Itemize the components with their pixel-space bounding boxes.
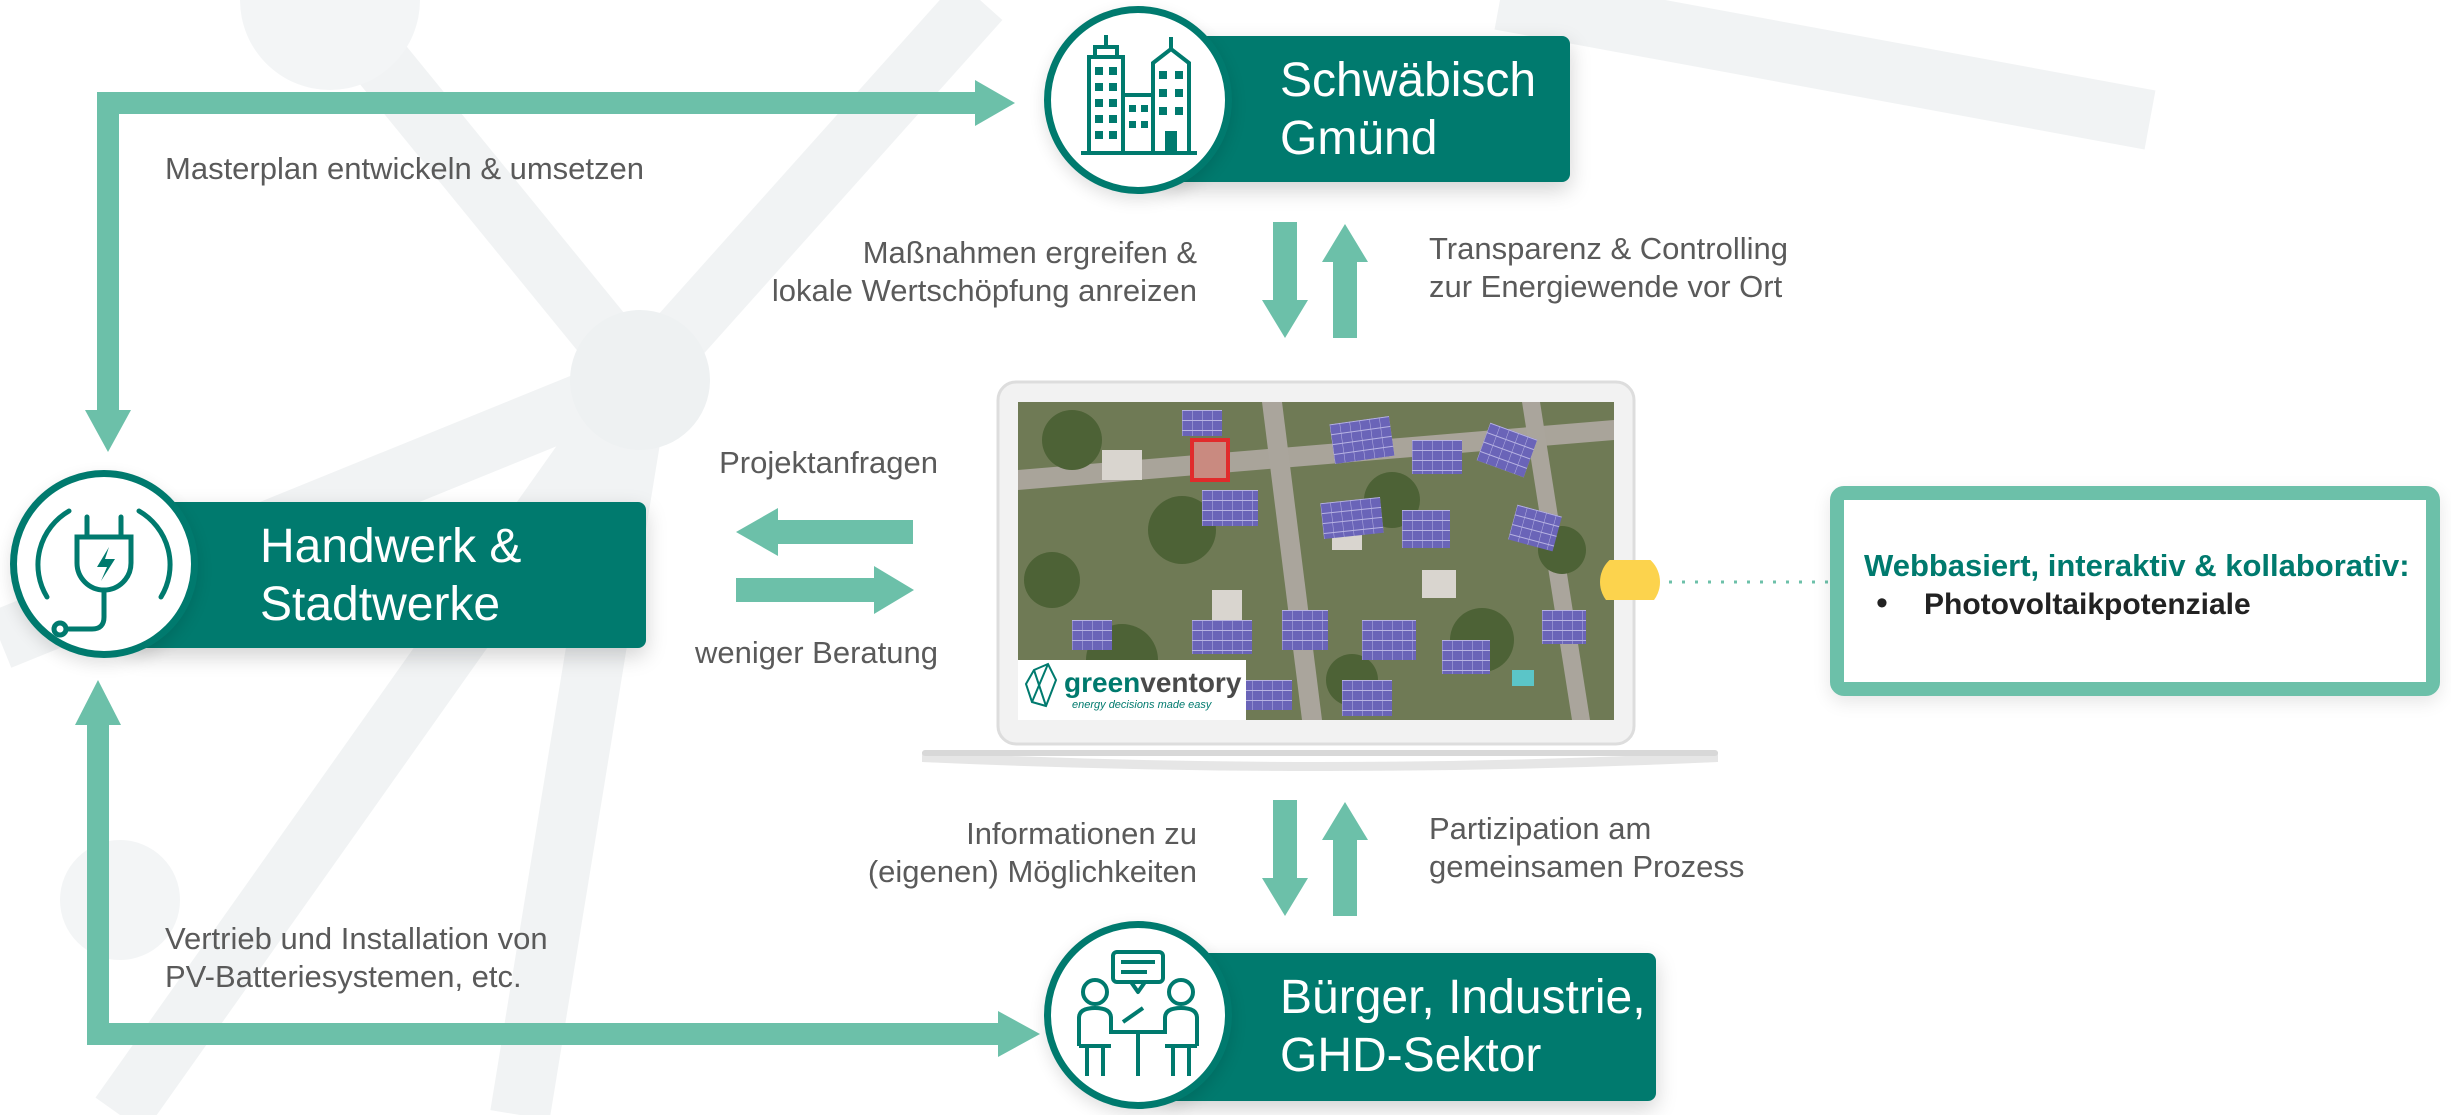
arrow-citizens-to-laptop: [1322, 802, 1368, 916]
node-citizens: Bürger, Industrie, GHD-Sektor: [1044, 921, 1664, 1115]
highlight-marker[interactable]: [1600, 560, 1660, 600]
info-box: Webbasiert, interaktiv & kollaborativ: •…: [1830, 486, 2440, 696]
node-craft-line2: Stadtwerke: [260, 578, 501, 631]
meeting-people-icon: [1044, 921, 1232, 1109]
laptop-base: [922, 752, 1718, 771]
brand-badge: [1018, 660, 1246, 720]
label-sales: Vertrieb und Installation von PV-Batteri…: [165, 920, 548, 996]
arrow-laptop-to-city: [1322, 224, 1368, 338]
selected-roof[interactable]: [1190, 438, 1230, 482]
brand-prefix: green: [1064, 667, 1140, 698]
info-box-title: Webbasiert, interaktiv & kollaborativ:: [1864, 548, 2410, 583]
arrow-to-laptop: [736, 566, 914, 614]
node-city: Schwäbisch Gmünd: [1044, 6, 1574, 206]
highlight-connector: [1600, 560, 1830, 600]
aerial-map[interactable]: greenventory energy decisions made easy: [1018, 402, 1614, 720]
label-information-line2: (eigenen) Möglichkeiten: [867, 854, 1197, 889]
laptop-aerial-map[interactable]: greenventory energy decisions made easy: [922, 380, 1718, 776]
label-transparency-line2: zur Energiewende vor Ort: [1429, 269, 1783, 304]
label-sales-line1: Vertrieb und Installation von: [165, 921, 548, 956]
node-city-bar: Schwäbisch Gmünd: [1164, 36, 1570, 182]
node-craft: Handwerk & Stadtwerke: [10, 470, 650, 670]
bullet-dot: •: [1876, 584, 1888, 622]
city-buildings-icon: [1044, 6, 1232, 194]
arrow-to-craft: [736, 508, 913, 556]
arrow-city-to-laptop: [1262, 222, 1308, 338]
label-project-requests: Projektanfragen: [719, 445, 938, 480]
label-masterplan: Masterplan entwickeln & umsetzen: [165, 151, 645, 186]
label-sales-line2: PV-Batteriesystemen, etc.: [165, 959, 522, 994]
node-craft-title: Handwerk & Stadtwerke: [260, 518, 521, 634]
arrow-masterplan: [85, 80, 1015, 452]
arrow-laptop-to-citizens: [1262, 800, 1308, 916]
label-participation-line1: Partizipation am: [1429, 811, 1652, 846]
label-information: Informationen zu (eigenen) Möglichkeiten: [868, 815, 1197, 891]
label-measures: Maßnahmen ergreifen & lokale Wertschöpfu…: [772, 234, 1197, 310]
label-transparency-line1: Transparenz & Controlling: [1429, 231, 1788, 266]
label-measures-line2: lokale Wertschöpfung anreizen: [771, 273, 1197, 308]
brand-tagline: energy decisions made easy: [1072, 699, 1213, 711]
node-citizens-line2: GHD-Sektor: [1280, 1029, 1542, 1082]
node-city-line1: Schwäbisch: [1280, 54, 1537, 107]
label-transparency: Transparenz & Controlling zur Energiewen…: [1429, 230, 1788, 306]
label-information-line1: Informationen zu: [966, 816, 1197, 851]
node-citizens-title: Bürger, Industrie, GHD-Sektor: [1280, 969, 1646, 1085]
node-citizens-line1: Bürger, Industrie,: [1280, 971, 1646, 1024]
brand-suffix: ventory: [1140, 667, 1242, 698]
power-plug-icon: [10, 470, 198, 658]
label-measures-line1: Maßnahmen ergreifen &: [862, 235, 1197, 270]
node-city-line2: Gmünd: [1280, 112, 1438, 165]
label-less-consulting: weniger Beratung: [695, 635, 938, 670]
label-participation: Partizipation am gemeinsamen Prozess: [1429, 810, 1744, 886]
node-citizens-bar: Bürger, Industrie, GHD-Sektor: [1164, 953, 1656, 1101]
node-craft-line1: Handwerk &: [260, 520, 522, 573]
node-craft-bar: Handwerk & Stadtwerke: [130, 502, 646, 648]
greenventory-logo-icon: [1024, 662, 1058, 708]
label-participation-line2: gemeinsamen Prozess: [1429, 849, 1745, 884]
info-box-item: Photovoltaikpotenziale: [1924, 588, 2251, 621]
svg-text:greenventory: greenventory: [1064, 667, 1242, 698]
node-city-title: Schwäbisch Gmünd: [1280, 52, 1536, 168]
arrow-sales: [75, 680, 1040, 1057]
